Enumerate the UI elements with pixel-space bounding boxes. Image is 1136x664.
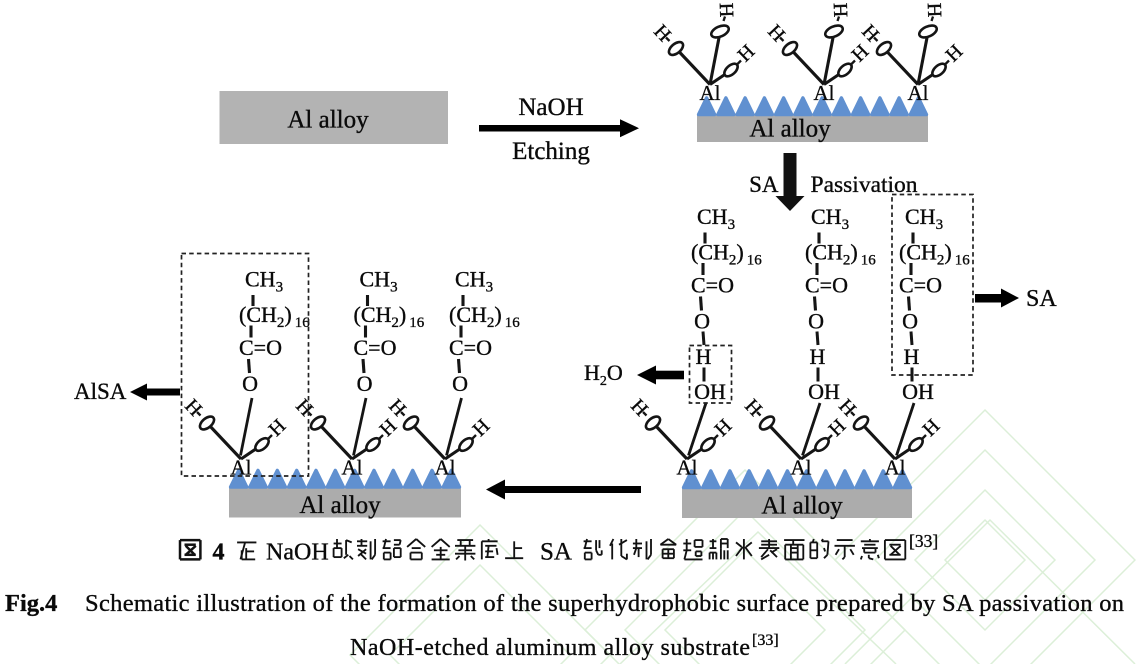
svg-text:Al alloy: Al alloy <box>761 493 843 520</box>
svg-text:Al alloy: Al alloy <box>299 492 381 519</box>
svg-text:AlSA: AlSA <box>74 379 127 404</box>
svg-text:[33]: [33] <box>752 632 779 649</box>
svg-text:H: H <box>810 344 826 369</box>
svg-text:Etching: Etching <box>512 138 590 165</box>
svg-text:H: H <box>696 344 712 369</box>
svg-text:SA: SA <box>1026 286 1057 312</box>
svg-text:Schematic illustration of the: Schematic illustration of the formation … <box>85 590 1124 617</box>
svg-text:H: H <box>904 344 920 369</box>
svg-text:OH: OH <box>808 379 840 404</box>
svg-text:NaOH: NaOH <box>518 94 583 121</box>
svg-text:OH: OH <box>694 379 726 404</box>
svg-text:NaOH: NaOH <box>266 540 329 566</box>
svg-text:Al alloy: Al alloy <box>749 116 831 143</box>
svg-text:OH: OH <box>902 379 934 404</box>
svg-text:Al alloy: Al alloy <box>287 107 369 134</box>
svg-text:[33]: [33] <box>909 531 938 551</box>
svg-text:4: 4 <box>213 540 225 566</box>
svg-text:Fig.4: Fig.4 <box>5 590 57 617</box>
svg-text:SA: SA <box>540 539 572 566</box>
svg-text:SA: SA <box>749 172 779 197</box>
svg-text:NaOH-etched aluminum alloy sub: NaOH-etched aluminum alloy substrate <box>350 635 750 661</box>
